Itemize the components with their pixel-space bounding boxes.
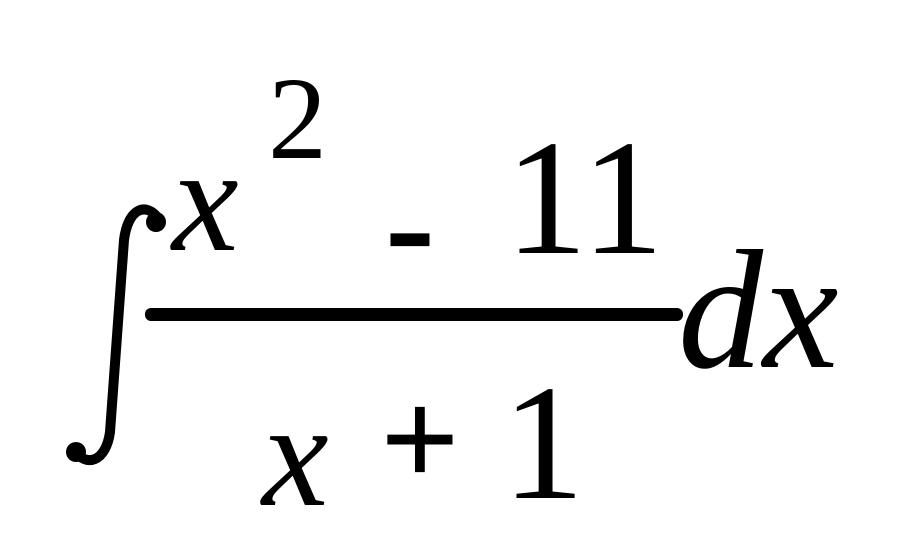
numerator-constant: 11 xyxy=(505,106,664,289)
denominator-variable: x xyxy=(262,372,329,538)
numerator-variable: x xyxy=(172,117,239,283)
fraction-bar xyxy=(145,308,683,321)
denominator-operator: + xyxy=(380,362,460,517)
integral-sign-icon xyxy=(66,204,166,465)
differential: dx xyxy=(678,216,839,404)
numerator-operator: - xyxy=(385,142,435,308)
denominator-constant: 1 xyxy=(502,351,585,534)
numerator-exponent: 2 xyxy=(268,53,327,184)
